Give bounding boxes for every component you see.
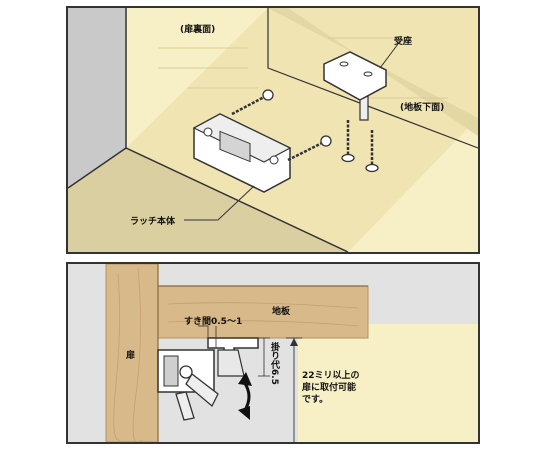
screw-icon (287, 135, 332, 162)
latch-leader-line (184, 185, 255, 221)
floor-board (157, 285, 369, 339)
strike-plate-illustration (323, 51, 387, 121)
bottom-diagram-svg (68, 264, 478, 442)
side-wall (298, 324, 478, 442)
strike-leader-line (379, 43, 399, 69)
top-diagram-svg (68, 8, 478, 252)
background-pattern (158, 37, 448, 99)
rotation-arrow-icon (238, 372, 252, 420)
gap-dimension (198, 325, 217, 348)
overlap-label: 掛り代6.5 (269, 342, 279, 385)
floor-board-label: 地板 (272, 307, 291, 317)
top-diagram-panel: (扉裏面) 受座 (地板下面) ラッチ本体 (66, 6, 480, 254)
overlap-dimension (258, 337, 270, 377)
latch-body-illustration (192, 113, 292, 193)
bottom-diagram-panel: 地板 扉 すき間0.5～1 掛り代6.5 22ミリ以上の 扉に取付可能 です。 (66, 262, 480, 444)
gap-label: すき間0.5～1 (184, 317, 243, 327)
latch-body-label: ラッチ本体 (130, 217, 176, 227)
latch-mechanism-illustration (157, 349, 219, 421)
floor-under-label: (地板下面) (400, 103, 445, 113)
wood-grain (113, 267, 359, 442)
door-label: 扉 (126, 351, 136, 361)
strike-label: 受座 (394, 37, 413, 47)
screw-icon (365, 130, 379, 173)
screw-icon (341, 120, 355, 163)
screw-icon (231, 89, 274, 116)
thickness-note-line1: 22ミリ以上の (302, 371, 360, 381)
board-front-face (68, 148, 348, 252)
thickness-note-line2: 扉に取付可能 (302, 383, 357, 393)
thickness-note-line3: です。 (302, 395, 329, 405)
door-back-label: (扉裏面) (180, 25, 216, 35)
thickness-dimension (286, 337, 302, 442)
door-edge-wall (68, 8, 126, 188)
